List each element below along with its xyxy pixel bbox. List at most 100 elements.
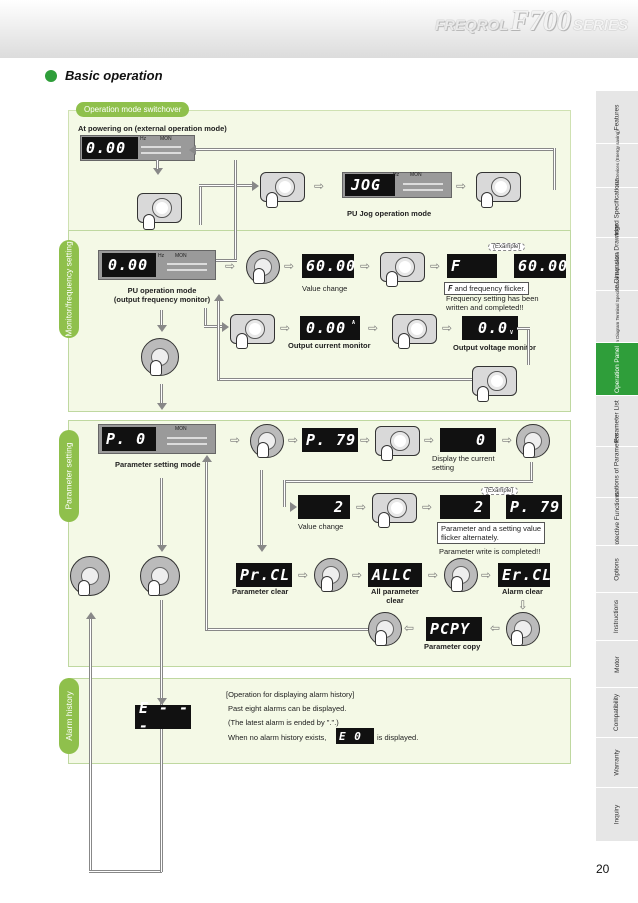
arrow-head-right-jog xyxy=(252,181,259,191)
sidebar-item-7[interactable]: Explanations of Parameters xyxy=(596,432,638,512)
hand-icon-14 xyxy=(321,576,333,592)
unit-v: V xyxy=(509,330,514,336)
label-display-current-1: Display the current xyxy=(432,454,495,463)
display-prcl: Pr.CL xyxy=(236,563,292,587)
arrow-head-right-value2 xyxy=(290,502,297,512)
button-set-4[interactable] xyxy=(472,366,517,396)
arrow-down-prcl xyxy=(257,545,267,552)
arrow-left-icon-2: ⇦ xyxy=(404,621,415,635)
arrow-right-icon-5: ⇨ xyxy=(360,259,371,273)
arrow-right-icon-14: ⇨ xyxy=(502,433,513,447)
display-alarm: E - - - xyxy=(135,699,191,735)
arrow-jog-horizontal xyxy=(199,184,254,187)
label-output-voltage: Output voltage monitor xyxy=(453,343,536,352)
tab-parameter-label: Parameter setting xyxy=(64,442,74,510)
hand-icon-7 xyxy=(398,333,410,349)
display-allc-text: ALLC xyxy=(372,566,413,584)
mode-dial-3[interactable] xyxy=(140,556,180,596)
tab-operation-mode: Operation mode switchover xyxy=(76,102,190,117)
sidebar-item-0[interactable]: Features xyxy=(596,90,638,143)
tab-parameter: Parameter setting xyxy=(59,430,79,522)
hand-icon-6 xyxy=(236,333,248,349)
display-value-2-text: 2 xyxy=(334,498,345,516)
arrow-down-2-line xyxy=(160,310,163,326)
arrow-down-5-line xyxy=(160,600,163,872)
hand-icon-5 xyxy=(386,271,398,287)
hand-icon-17 xyxy=(375,630,387,646)
arrow-copy-back-h xyxy=(205,628,368,631)
display-param: P. 0 xyxy=(102,427,156,451)
display-alt-p79-text: P. 79 xyxy=(510,498,561,516)
arrow-to-prcl-v xyxy=(260,470,263,546)
brand-logo: FREQROL F700 SERIES xyxy=(435,6,628,46)
sidebar-item-13[interactable]: Warranty xyxy=(596,737,638,787)
sidebar-item-label: Instructions xyxy=(613,599,621,634)
arrow-to-current-h xyxy=(204,325,224,328)
arrow-to-value2-v xyxy=(530,462,533,480)
sidebar-item-5[interactable]: Operation Panel xyxy=(596,342,638,395)
display-jog-text: JOG xyxy=(351,176,382,194)
arrow-pu-return-h xyxy=(213,259,237,262)
label-alarm-2: (The latest alarm is ended by ".".) xyxy=(228,718,339,727)
note-freq-flicker-text: and frequency flicker. xyxy=(454,284,526,293)
arrow-down-1-line xyxy=(156,160,159,169)
label-param-write: Parameter write is completed!! xyxy=(439,547,541,556)
hand-icon-19 xyxy=(148,580,160,596)
sidebar-item-1[interactable]: Peripheral Devices (Energy saving) xyxy=(596,130,638,201)
label-param-clear: Parameter clear xyxy=(232,587,289,596)
sidebar-item-10[interactable]: Instructions xyxy=(596,592,638,640)
display-current-setting: 0 xyxy=(440,428,496,452)
arrow-left-icon-1: ⇦ xyxy=(490,621,501,635)
arrow-right-icon-18: ⇨ xyxy=(352,568,363,582)
sidebar-item-3[interactable]: Outline Dimension Drawings xyxy=(596,223,638,305)
brand-prefix: FREQROL xyxy=(434,17,509,34)
arrow-down-2 xyxy=(157,325,167,332)
hand-icon-12 xyxy=(523,442,535,458)
display-6000: 60.00 xyxy=(302,254,357,278)
sidebar-item-12[interactable]: Compatibility xyxy=(596,687,638,737)
note-param-flicker-2: flicker alternately. xyxy=(441,533,499,542)
display-pu-op-text: 0.00 xyxy=(108,256,149,274)
setting-dial-4[interactable] xyxy=(314,558,348,592)
setting-dial-1[interactable] xyxy=(246,250,280,284)
sidebar-item-4[interactable]: Terminal Connection Diagram Terminal Spe… xyxy=(596,252,638,381)
display-flicker-f-text: F xyxy=(451,257,462,275)
sidebar-item-6[interactable]: Parameter List xyxy=(596,395,638,446)
display-flicker-f: F xyxy=(447,254,497,278)
arrow-right-icon-6: ⇨ xyxy=(430,259,441,273)
sidebar-item-2[interactable]: Standard Specifications xyxy=(596,178,638,247)
unit-hz-1: Hz xyxy=(140,136,147,142)
display-value-2: 2 xyxy=(298,495,350,519)
sidebar-item-label: Warranty xyxy=(613,749,621,776)
sidebar-item-label: Features xyxy=(613,104,621,130)
arrow-down-icon-1: ⇨ xyxy=(516,599,531,611)
arrow-head-left-1 xyxy=(189,145,196,155)
hand-icon-4 xyxy=(253,268,265,284)
arrow-right-icon-8: ⇨ xyxy=(368,321,379,335)
display-ercl-text: Er.CL xyxy=(502,566,553,584)
sidebar-item-14[interactable]: Inquiry xyxy=(596,787,638,841)
unit-mon-3: MON xyxy=(175,253,187,259)
mode-dial-2[interactable] xyxy=(70,556,110,596)
arrow-jog-vertical xyxy=(199,185,202,225)
sidebar-item-11[interactable]: Motor xyxy=(596,640,638,687)
display-6000-text: 60.00 xyxy=(306,257,357,275)
setting-dial-3[interactable] xyxy=(516,424,550,458)
brand-model: F700 xyxy=(510,6,571,37)
arrow-head-up-3 xyxy=(86,612,96,619)
arrow-right-icon-19: ⇨ xyxy=(428,568,439,582)
display-param-text: P. 0 xyxy=(106,430,147,448)
arrow-pu-return xyxy=(234,160,237,260)
display-alarm-text: E - - - xyxy=(139,699,190,735)
brand-suffix: SERIES xyxy=(572,17,628,34)
display-flicker-6000: 60.00 xyxy=(514,254,567,278)
arrow-to-value2-h xyxy=(283,480,533,483)
label-value-change: Value change xyxy=(302,284,348,293)
arrow-down-3-line xyxy=(160,384,163,404)
sidebar-item-9[interactable]: Options xyxy=(596,545,638,592)
display-alt-p79: P. 79 xyxy=(506,495,562,519)
sidebar-item-8[interactable]: Protective Functions xyxy=(596,492,638,551)
hand-icon-15 xyxy=(451,576,463,592)
arrow-bottom-h xyxy=(89,870,162,873)
arrow-loop-top xyxy=(195,148,555,151)
